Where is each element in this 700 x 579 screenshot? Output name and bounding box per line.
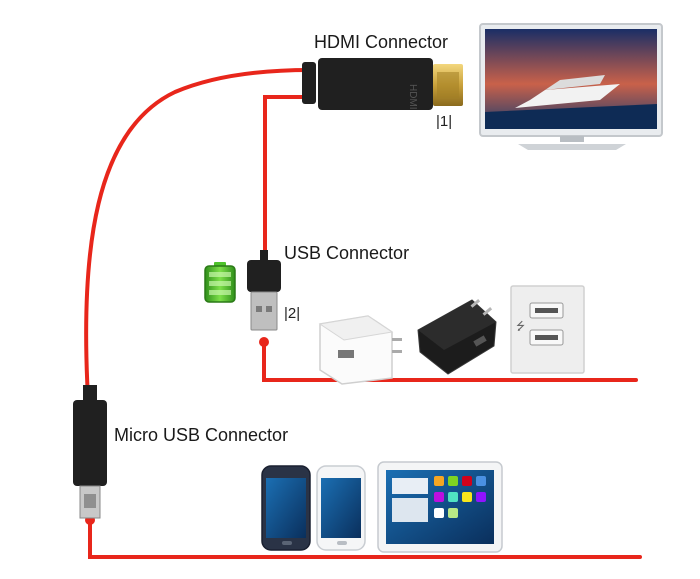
hdmi-connector: HDMI [302, 58, 463, 110]
marker-two: |2| [284, 305, 301, 322]
usb-connector [247, 250, 281, 331]
phone-white [316, 465, 366, 551]
main-cable [84, 68, 312, 400]
white-usb-adapter [318, 315, 402, 385]
usb-wall-plate: ⭍ [510, 285, 585, 374]
battery-icon [204, 262, 236, 303]
usb-to-power-cable [262, 340, 638, 382]
hdmi-connector-label: HDMI Connector [314, 32, 449, 52]
usb-port-icon: ⭍ [516, 320, 525, 333]
micro-usb-connector [73, 385, 107, 519]
black-usb-adapter [417, 299, 497, 375]
phone-dark [261, 465, 311, 551]
hdmi-plug-text: HDMI [407, 84, 418, 110]
usb-branch-cable [263, 95, 312, 264]
marker-one: |1| [436, 113, 453, 130]
micro-usb-connector-label: Micro USB Connector [114, 425, 289, 445]
micro-to-devices-cable [88, 518, 642, 559]
tv-icon [479, 23, 663, 150]
cables [84, 68, 642, 559]
usb-line-dot [259, 337, 269, 347]
tablet [377, 461, 503, 553]
usb-connector-label: USB Connector [284, 243, 410, 263]
